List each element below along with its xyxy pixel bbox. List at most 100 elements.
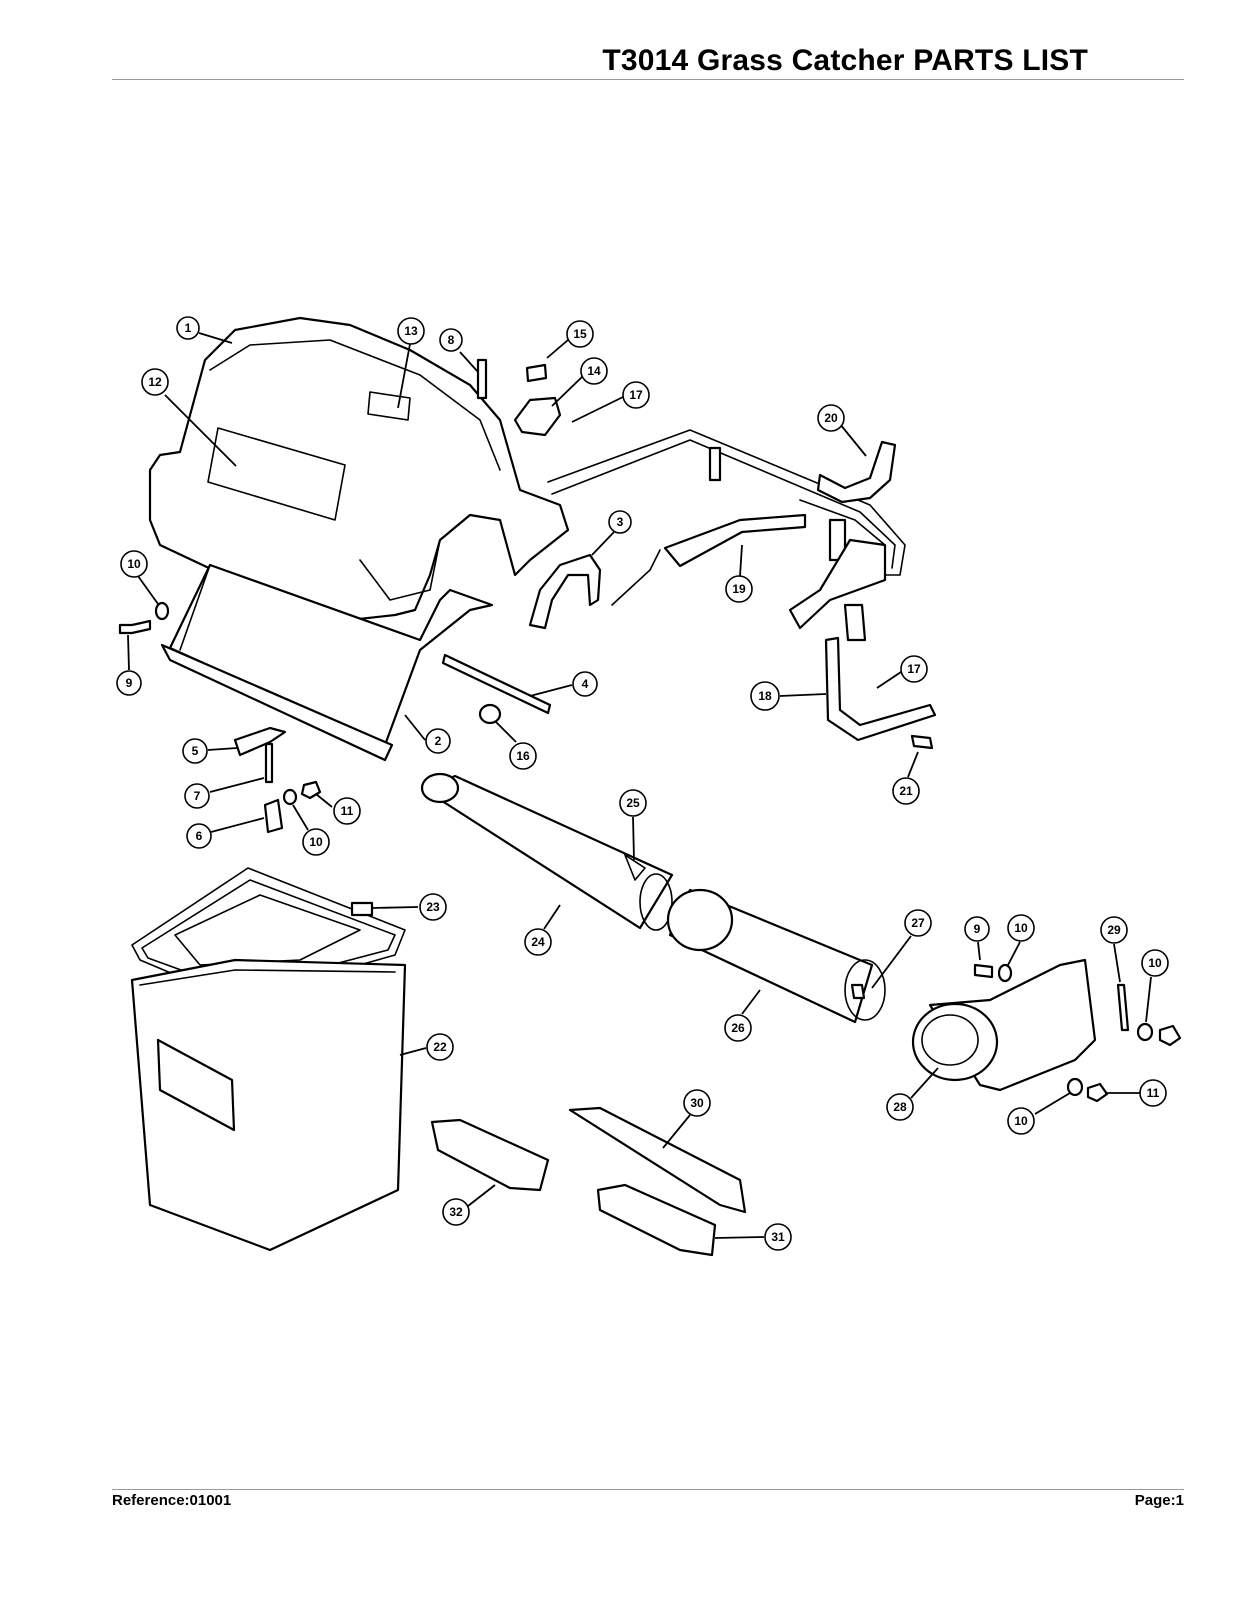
callout-label-1: 1 bbox=[185, 321, 192, 335]
callout: 6 bbox=[186, 823, 212, 849]
part-handle-tube bbox=[824, 636, 937, 742]
callout-label-10b: 10 bbox=[309, 835, 323, 849]
callout: 10 bbox=[120, 550, 148, 578]
callout-label-22: 22 bbox=[433, 1040, 447, 1054]
callout-label-9: 9 bbox=[126, 676, 133, 690]
part-pin bbox=[476, 358, 488, 400]
callout: 7 bbox=[184, 783, 210, 809]
callout: 1 bbox=[176, 316, 200, 340]
callout: 10 bbox=[302, 828, 330, 856]
callout-label-13: 13 bbox=[404, 324, 418, 338]
part-clip-6 bbox=[263, 798, 284, 834]
callout: 21 bbox=[892, 777, 920, 805]
callout-label-11b: 11 bbox=[1147, 1086, 1160, 1100]
hood-window bbox=[207, 427, 346, 521]
part-strip bbox=[441, 653, 552, 715]
part-latch-bracket bbox=[513, 396, 562, 437]
callout-label-3: 3 bbox=[617, 515, 624, 529]
leader-lines bbox=[127, 332, 1152, 1239]
callout: 26 bbox=[724, 1014, 752, 1042]
callout-label-7: 7 bbox=[194, 789, 201, 803]
callout-label-5: 5 bbox=[192, 744, 199, 758]
part-grommet bbox=[478, 703, 502, 725]
callout: 17 bbox=[622, 381, 650, 409]
callout: 16 bbox=[509, 742, 537, 770]
callout: 17 bbox=[900, 655, 928, 683]
part-deck-adapter bbox=[911, 958, 1097, 1092]
callout: 23 bbox=[419, 893, 447, 921]
callout: 10 bbox=[1007, 914, 1035, 942]
callout: 14 bbox=[580, 357, 608, 385]
part-bag-frame bbox=[131, 867, 406, 1001]
callout: 2 bbox=[425, 728, 451, 754]
callout-label-11: 11 bbox=[341, 804, 354, 818]
callout-label-26: 26 bbox=[731, 1021, 745, 1035]
part-frame bbox=[547, 429, 906, 630]
part-discharge-tube-lower bbox=[666, 888, 886, 1024]
callout: 10 bbox=[1007, 1107, 1035, 1135]
callout: 28 bbox=[886, 1093, 914, 1121]
callout: 8 bbox=[439, 328, 463, 352]
footer-reference: Reference:01001 bbox=[112, 1492, 232, 1509]
callout-label-10: 10 bbox=[127, 557, 141, 571]
callout-label-17b: 17 bbox=[907, 662, 921, 676]
callout-label-8: 8 bbox=[448, 333, 455, 347]
part-spring-29 bbox=[1116, 983, 1130, 1032]
callout: 27 bbox=[904, 909, 932, 937]
callout: 15 bbox=[566, 320, 594, 348]
callout-label-12: 12 bbox=[148, 375, 162, 389]
part-washer-10b bbox=[282, 788, 298, 806]
part-washer-10a bbox=[154, 601, 170, 621]
callout-label-14: 14 bbox=[587, 364, 601, 378]
callout: 22 bbox=[426, 1033, 454, 1061]
part-washer-10d bbox=[1136, 1022, 1154, 1042]
part-catcher-bag bbox=[130, 958, 407, 1252]
callout-label-6: 6 bbox=[196, 829, 203, 843]
callout: 9 bbox=[964, 916, 990, 942]
callout: 12 bbox=[141, 368, 169, 396]
callout-label-27: 27 bbox=[911, 916, 925, 930]
part-handle-bracket bbox=[843, 603, 867, 642]
callout-label-29: 29 bbox=[1107, 923, 1121, 937]
callout-label-16: 16 bbox=[516, 749, 530, 763]
callout: 18 bbox=[750, 681, 780, 711]
callout: 10 bbox=[1141, 949, 1169, 977]
callout: 20 bbox=[817, 404, 845, 432]
part-washer-10e bbox=[1066, 1077, 1084, 1097]
callout-label-24: 24 bbox=[531, 935, 545, 949]
callout-label-31: 31 bbox=[771, 1230, 785, 1244]
callout-label-19: 19 bbox=[732, 582, 746, 596]
part-rod-7 bbox=[264, 742, 274, 784]
callout-label-18: 18 bbox=[758, 689, 772, 703]
callout: 5 bbox=[182, 738, 208, 764]
hood-label-plate bbox=[367, 391, 411, 421]
callout-label-2: 2 bbox=[435, 734, 442, 748]
callout-label-20: 20 bbox=[824, 411, 838, 425]
callout-label-30: 30 bbox=[690, 1096, 704, 1110]
callout-label-10e: 10 bbox=[1014, 1114, 1028, 1128]
part-blade-30 bbox=[568, 1106, 747, 1214]
callout: 9 bbox=[116, 670, 142, 696]
callout-label-21: 21 bbox=[899, 784, 913, 798]
callout: 24 bbox=[524, 928, 552, 956]
part-nut-11a bbox=[300, 780, 322, 800]
page-title: T3014 Grass Catcher PARTS LIST bbox=[602, 44, 1088, 77]
part-arch-strap bbox=[816, 440, 897, 504]
callout: 19 bbox=[725, 575, 753, 603]
callout: 4 bbox=[572, 671, 598, 697]
callout-label-4: 4 bbox=[582, 677, 589, 691]
callout: 30 bbox=[683, 1089, 711, 1117]
callout-label-9b: 9 bbox=[974, 922, 981, 936]
callout-label-25: 25 bbox=[626, 796, 640, 810]
header-rule bbox=[112, 79, 1184, 80]
part-bolt-9b bbox=[973, 963, 994, 979]
part-discharge-tube-upper bbox=[420, 772, 674, 931]
footer-rule bbox=[112, 1489, 1184, 1490]
part-bolt-9a bbox=[118, 619, 152, 635]
part-nut-11c bbox=[1086, 1082, 1109, 1103]
callout: 11 bbox=[333, 797, 361, 825]
callout: 3 bbox=[608, 510, 632, 534]
footer-page-number: Page:1 bbox=[1134, 1492, 1184, 1509]
part-nut-11b bbox=[1158, 1024, 1182, 1047]
